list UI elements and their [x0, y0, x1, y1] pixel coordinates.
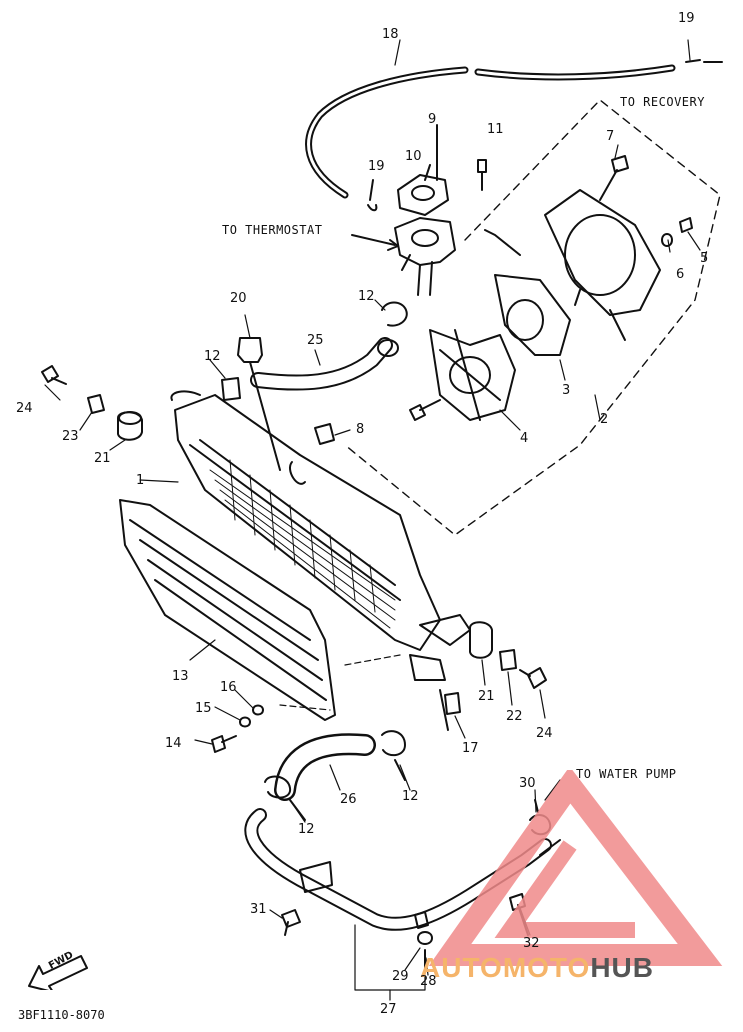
fwd-arrow-icon	[28, 955, 88, 990]
callout-6: 6	[676, 267, 685, 282]
callout-2: 2	[600, 412, 609, 427]
callout-22: 22	[506, 709, 523, 724]
callout-19-clip: 19	[368, 159, 385, 174]
callout-21-right: 21	[478, 689, 495, 704]
callout-13: 13	[172, 669, 189, 684]
callout-4: 4	[520, 431, 529, 446]
fan-motor-3	[494, 274, 571, 356]
callout-21-left: 21	[94, 451, 111, 466]
washer-16	[252, 704, 264, 716]
clamp-12-mid	[381, 730, 406, 757]
callout-23: 23	[62, 429, 79, 444]
radiator-core-1	[174, 394, 441, 651]
filler-neck-9	[394, 217, 456, 266]
callout-10: 10	[405, 149, 422, 164]
callout-9: 9	[428, 112, 437, 127]
collar-23	[87, 394, 105, 414]
cover-8	[314, 423, 335, 445]
bolt-7	[599, 155, 629, 201]
radiator-guard-13	[119, 499, 336, 721]
callout-19-end: 19	[678, 11, 695, 26]
overflow-hose-18	[305, 66, 469, 199]
callout-12-low: 12	[298, 822, 315, 837]
note-to-thermostat: TO THERMOSTAT	[222, 223, 323, 237]
callout-11: 11	[487, 122, 504, 137]
automotohub-watermark-logo	[428, 770, 723, 966]
callout-26: 26	[340, 792, 357, 807]
callout-30: 30	[519, 776, 536, 791]
callout-17: 17	[462, 741, 479, 756]
clamp-12-upper	[381, 301, 408, 327]
clamp-17	[444, 692, 461, 715]
brand-part2: HUB	[590, 952, 654, 983]
clip-19	[367, 204, 378, 212]
callout-32: 32	[523, 936, 540, 951]
callout-8: 8	[356, 422, 365, 437]
bolt-24-left	[41, 365, 67, 385]
fan-bolt	[409, 399, 441, 421]
clamp-12-left	[221, 377, 241, 401]
washer-15	[239, 716, 251, 728]
callout-12-left: 12	[204, 349, 221, 364]
bolt-14	[211, 735, 237, 753]
collar-22	[499, 649, 517, 671]
fan-4	[429, 329, 516, 421]
fan-shroud-2	[544, 189, 661, 316]
callout-7: 7	[606, 129, 615, 144]
callout-15: 15	[195, 701, 212, 716]
callout-29: 29	[392, 969, 409, 984]
callout-28: 28	[420, 974, 437, 989]
bolt-5	[679, 217, 693, 233]
callout-25: 25	[307, 333, 324, 348]
callout-20: 20	[230, 291, 247, 306]
callout-24-right: 24	[536, 726, 553, 741]
callout-18: 18	[382, 27, 399, 42]
note-to-water-pump: TO WATER PUMP	[576, 767, 677, 781]
bolt-24-right	[519, 667, 547, 689]
callout-27: 27	[380, 1002, 397, 1017]
bolt-31	[281, 909, 301, 936]
callout-24-left: 24	[16, 401, 33, 416]
callout-31: 31	[250, 902, 267, 917]
callout-1: 1	[136, 473, 145, 488]
brand-part1: AUTOMOTO	[420, 952, 591, 983]
callout-12-mid: 12	[402, 789, 419, 804]
grommet-21-right	[469, 621, 493, 659]
callout-3: 3	[562, 383, 571, 398]
diagram-reference-code: 3BF1110-8070	[18, 1008, 105, 1022]
callout-12-upper: 12	[358, 289, 375, 304]
washer-6	[661, 233, 673, 247]
radiator-cap-10	[397, 174, 449, 216]
callout-5: 5	[700, 251, 709, 266]
automotohub-brand: AUTOMOTOHUB	[420, 952, 654, 984]
clamp-12-low	[264, 775, 292, 799]
note-to-recovery: TO RECOVERY	[620, 95, 705, 109]
grommet-21-left	[117, 411, 143, 441]
cap-20	[237, 337, 263, 363]
washer-29	[417, 931, 433, 945]
callout-14: 14	[165, 736, 182, 751]
fan-assembly-boundary	[344, 99, 721, 536]
callout-16: 16	[220, 680, 237, 695]
bolt-11	[477, 159, 487, 191]
